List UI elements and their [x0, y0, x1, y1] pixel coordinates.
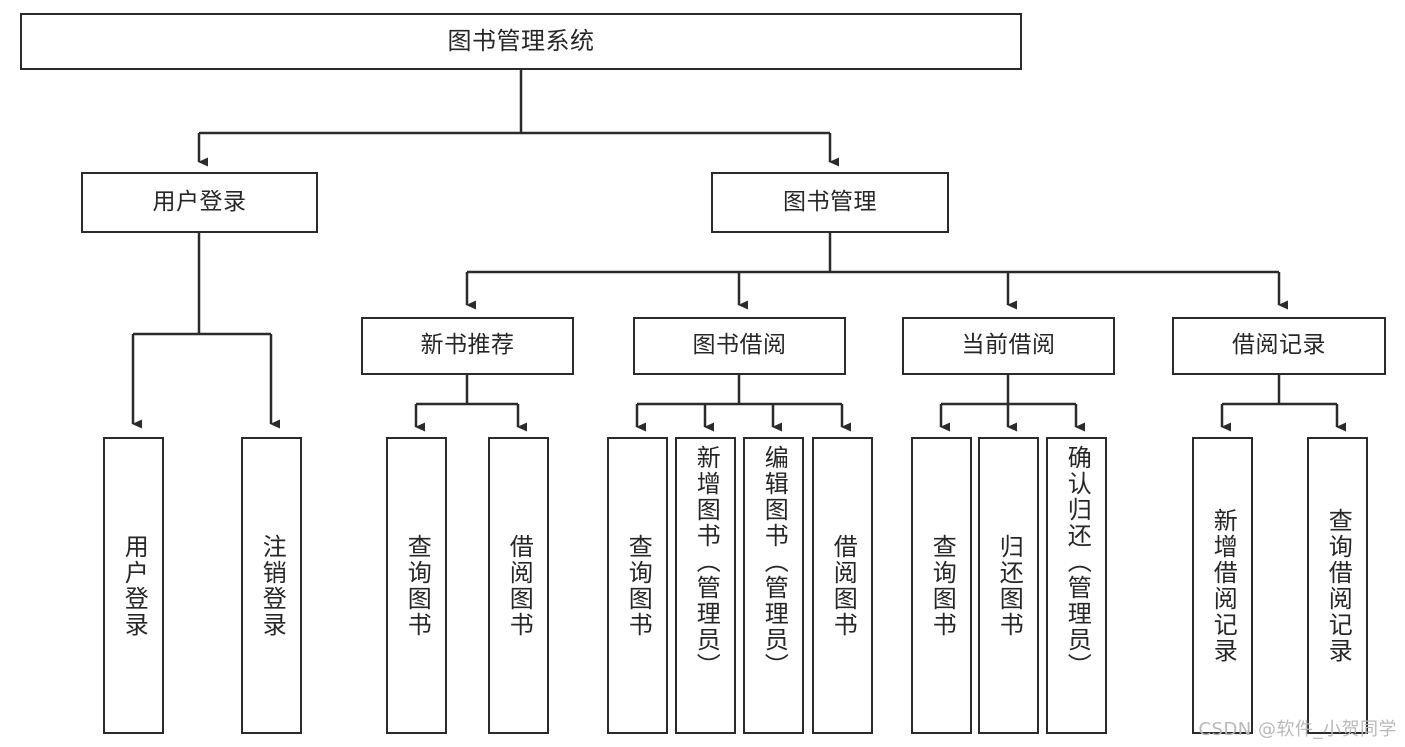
node-leaf-logout-label: 注销登录 — [258, 533, 287, 638]
node-leaf-borrow-book-2[interactable]: 借阅图书 — [812, 437, 873, 734]
csdn-watermark: CSDN @软件_小贺同学 — [1198, 719, 1397, 740]
node-borrow-record-label: 借阅记录 — [1232, 332, 1326, 359]
node-leaf-logout[interactable]: 注销登录 — [241, 437, 302, 734]
node-leaf-return-book-label: 归还图书 — [995, 533, 1024, 638]
node-leaf-user-login[interactable]: 用户登录 — [103, 437, 164, 734]
node-leaf-return-book[interactable]: 归还图书 — [978, 437, 1039, 734]
node-leaf-confirm-return-label: 确认归还（管理员） — [1063, 445, 1092, 679]
node-leaf-add-book[interactable]: 新增图书（管理员） — [675, 437, 736, 734]
node-leaf-confirm-return[interactable]: 确认归还（管理员） — [1046, 437, 1107, 734]
node-book-manage-label: 图书管理 — [783, 188, 877, 215]
node-leaf-query-record-label: 查询借阅记录 — [1324, 507, 1353, 664]
node-leaf-query-book-3[interactable]: 查询图书 — [911, 437, 972, 734]
node-borrow-record[interactable]: 借阅记录 — [1172, 317, 1386, 375]
node-root[interactable]: 图书管理系统 — [20, 13, 1022, 70]
node-leaf-add-book-label: 新增图书（管理员） — [692, 445, 721, 679]
node-leaf-edit-book-label: 编辑图书（管理员） — [760, 445, 789, 679]
node-leaf-borrow-book-2-label: 借阅图书 — [829, 533, 858, 638]
node-leaf-query-book-2-label: 查询图书 — [624, 533, 653, 638]
node-new-book-rec-label: 新书推荐 — [420, 332, 515, 359]
node-root-label: 图书管理系统 — [447, 27, 595, 56]
node-leaf-borrow-book-1[interactable]: 借阅图书 — [488, 437, 549, 734]
node-leaf-query-record[interactable]: 查询借阅记录 — [1307, 437, 1368, 734]
node-leaf-add-record[interactable]: 新增借阅记录 — [1192, 437, 1253, 734]
node-book-borrow[interactable]: 图书借阅 — [633, 317, 846, 375]
node-user-login-label: 用户登录 — [152, 188, 247, 215]
node-leaf-user-login-label: 用户登录 — [120, 533, 149, 638]
node-leaf-edit-book[interactable]: 编辑图书（管理员） — [743, 437, 804, 734]
node-current-borrow[interactable]: 当前借阅 — [902, 317, 1115, 375]
node-leaf-query-book-2[interactable]: 查询图书 — [607, 437, 668, 734]
node-leaf-query-book-1-label: 查询图书 — [403, 533, 432, 638]
node-user-login[interactable]: 用户登录 — [81, 172, 318, 233]
node-current-borrow-label: 当前借阅 — [961, 332, 1056, 359]
node-leaf-add-record-label: 新增借阅记录 — [1209, 507, 1238, 664]
node-book-borrow-label: 图书借阅 — [692, 332, 787, 359]
node-leaf-query-book-3-label: 查询图书 — [928, 533, 957, 638]
node-leaf-borrow-book-1-label: 借阅图书 — [505, 533, 534, 638]
node-book-manage[interactable]: 图书管理 — [711, 172, 949, 233]
node-new-book-rec[interactable]: 新书推荐 — [361, 317, 574, 375]
node-leaf-query-book-1[interactable]: 查询图书 — [386, 437, 447, 734]
